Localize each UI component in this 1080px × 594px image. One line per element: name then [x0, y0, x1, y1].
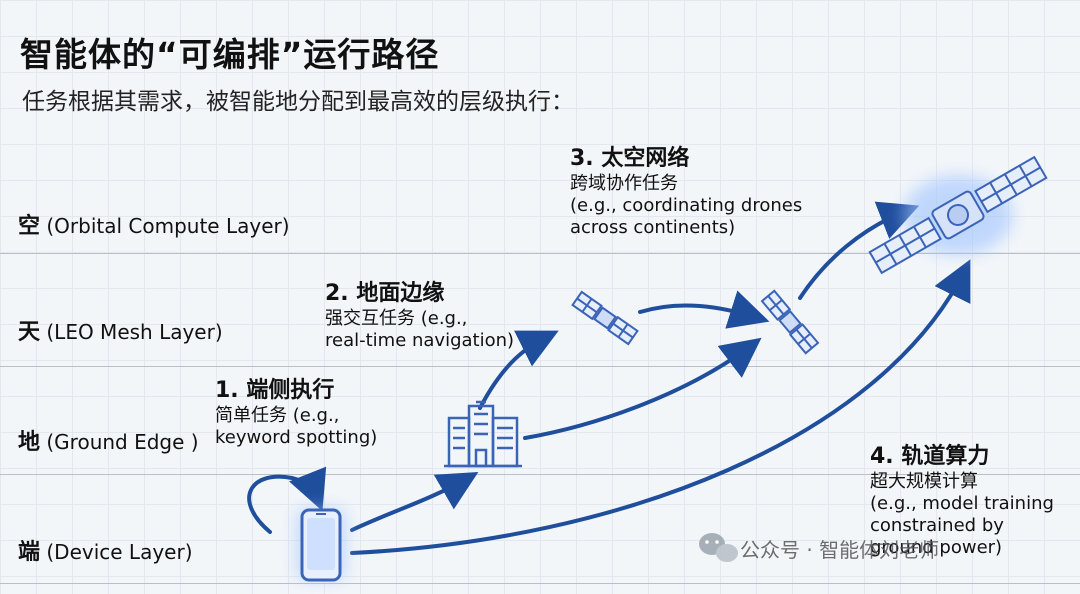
step-1: 1. 端侧执行 简单任务 (e.g., keyword spotting): [215, 377, 377, 449]
layer-zh: 地: [18, 430, 41, 455]
layer-label-ground: 地 (Ground Edge ): [18, 424, 199, 456]
layer-en: (LEO Mesh Layer): [46, 320, 223, 344]
step-heading: 4. 轨道算力: [870, 444, 990, 469]
step-4: 4. 轨道算力 超大规模计算 (e.g., model training con…: [870, 443, 1054, 559]
layer-zh: 空: [18, 214, 41, 239]
layer-divider: [0, 583, 1080, 584]
step-example: keyword spotting): [215, 427, 378, 448]
arrow-device-to-orbital: [350, 259, 971, 555]
arrow-ground-to-leo-2: [523, 337, 762, 440]
step-heading: 3. 太空网络: [570, 146, 690, 171]
layer-divider: [0, 366, 1080, 367]
arrow-leo-to-leo: [638, 290, 770, 329]
step-example: ground power): [870, 537, 1003, 558]
phone-icon: [296, 508, 346, 582]
step-example: constrained by: [870, 515, 1004, 536]
watermark: 公众号 · 智能体刘老师: [740, 538, 940, 562]
step-example: (e.g., model training: [870, 493, 1054, 514]
step-task: 超大规模计算: [870, 471, 978, 492]
step-task: 强交互任务 (e.g.,: [325, 308, 468, 329]
layer-label-device: 端 (Device Layer): [18, 534, 193, 566]
arrow-device-to-ground: [350, 471, 479, 532]
layer-zh: 天: [18, 320, 41, 345]
flow-arrows: [247, 201, 971, 555]
step-example: real-time navigation): [325, 330, 515, 351]
arrow-leo-to-orbital: [798, 201, 920, 300]
layer-divider: [0, 253, 1080, 254]
layer-label-orbital: 空 (Orbital Compute Layer): [18, 208, 290, 240]
layer-en: (Device Layer): [46, 540, 193, 564]
arrow-self-loop: [247, 466, 327, 534]
step-task: 跨域协作任务: [570, 173, 678, 194]
large-satellite-icon: [868, 155, 1048, 275]
step-example: across continents): [570, 217, 736, 238]
building-icon: [444, 400, 522, 468]
layer-zh: 端: [18, 540, 41, 565]
step-task: 简单任务 (e.g.,: [215, 405, 340, 426]
page-subtitle: 任务根据其需求，被智能地分配到最高效的层级执行：: [22, 89, 574, 115]
step-heading: 1. 端侧执行: [215, 378, 335, 403]
arrow-ground-to-leo-1: [478, 330, 559, 410]
layer-en: (Ground Edge ): [46, 430, 199, 454]
step-heading: 2. 地面边缘: [325, 281, 445, 306]
step-example: (e.g., coordinating drones: [570, 195, 803, 216]
step-2: 2. 地面边缘 强交互任务 (e.g., real-time navigatio…: [325, 280, 514, 352]
satellite-icon: [571, 290, 639, 346]
wechat-icon: [699, 533, 738, 562]
step-3: 3. 太空网络 跨域协作任务 (e.g., coordinating drone…: [570, 145, 802, 239]
page-title: 智能体的“可编排”运行路径: [20, 35, 440, 74]
layer-divider: [0, 474, 1080, 475]
layer-label-leo: 天 (LEO Mesh Layer): [18, 314, 223, 346]
satellite-icon: [760, 289, 820, 355]
layer-en: (Orbital Compute Layer): [46, 214, 290, 238]
